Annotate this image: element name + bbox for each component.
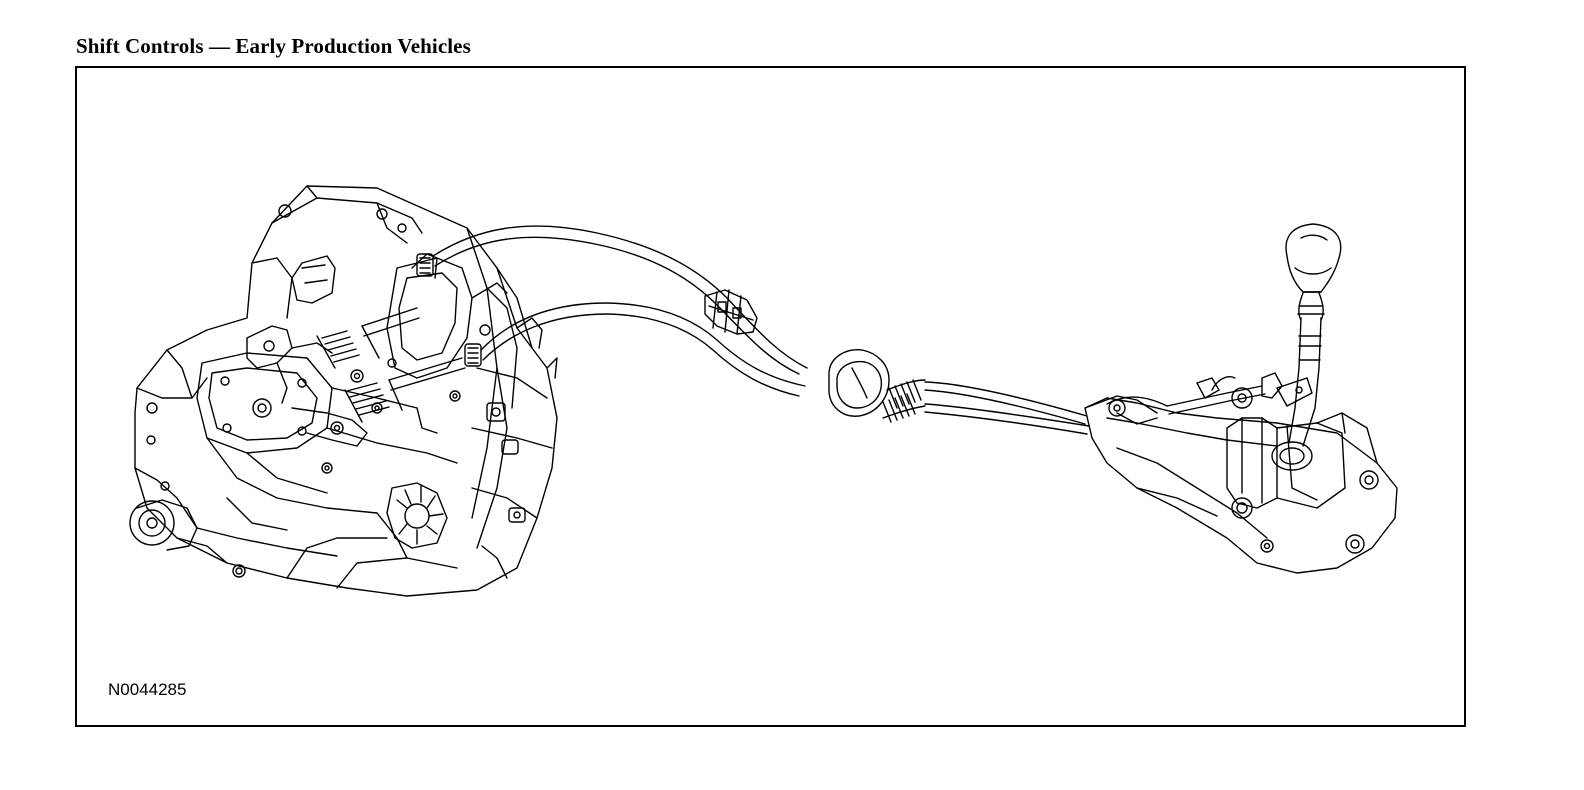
illustration-frame: N0044285 <box>75 66 1466 727</box>
page-title: Shift Controls — Early Production Vehicl… <box>76 34 471 58</box>
shift-cables-illustration <box>882 379 1090 435</box>
cable-grommet-illustration <box>828 349 890 417</box>
shift-controls-illustration <box>129 185 1398 597</box>
figure-id: N0044285 <box>108 680 187 699</box>
cable-bracket-illustration <box>704 289 758 335</box>
shift-cables-illustration <box>432 225 808 397</box>
shift-knob-illustration <box>1285 223 1342 447</box>
gearshift-lever-assembly-illustration <box>1084 372 1398 574</box>
transaxle-illustration <box>129 185 558 597</box>
